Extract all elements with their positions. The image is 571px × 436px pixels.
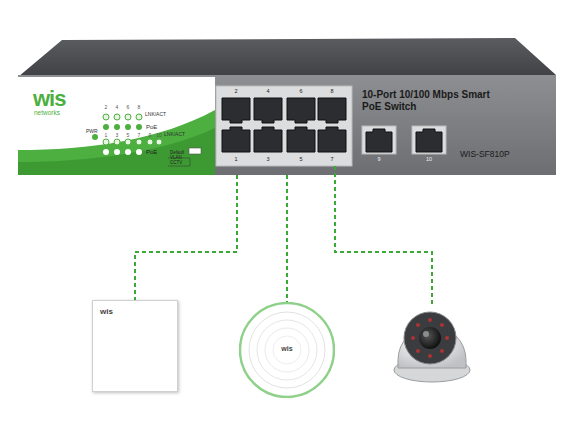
green-swoosh (18, 128, 215, 175)
green-swoosh (18, 110, 215, 175)
port-number: 6 (286, 89, 316, 95)
ir-led (428, 354, 432, 358)
led-label: LNK/ACT (164, 132, 185, 137)
rj45-port (416, 129, 442, 152)
led-row (92, 114, 201, 166)
led-number: 8 (124, 105, 154, 110)
port-number: 3 (253, 157, 283, 163)
brand-logo: wis (33, 88, 65, 110)
rj45-port (318, 98, 346, 123)
cable (135, 175, 237, 300)
led-label: PoE (146, 124, 157, 130)
rj45-port (287, 98, 315, 123)
dip-label: CCTV (170, 161, 182, 166)
port-number: 9 (364, 157, 394, 163)
port-number: 1 (221, 157, 251, 163)
ir-led (440, 349, 444, 353)
rj45-port (318, 127, 346, 152)
dip-switch (189, 148, 201, 154)
cable (286, 175, 288, 302)
rj45-port (366, 129, 392, 152)
switch-front (18, 75, 556, 175)
led-label: LNK/ACT (145, 112, 166, 117)
switch-top (18, 38, 556, 77)
ir-led (411, 336, 415, 340)
ap-ring (240, 303, 334, 397)
led (125, 114, 131, 120)
brand-logo: wis (239, 345, 335, 353)
product-title: 10-Port 10/100 Mbps Smart PoE Switch (362, 89, 512, 112)
wall-plate-ap: wis (92, 300, 178, 392)
ir-led (440, 323, 444, 327)
rj45-port (222, 127, 250, 152)
lens-glare (423, 331, 429, 337)
brand-subtitle: networks (34, 110, 60, 117)
led (114, 139, 120, 145)
ir-led (428, 318, 432, 322)
led (114, 114, 120, 120)
led (147, 139, 153, 145)
ir-led (416, 323, 420, 327)
switch-front-panel: 10-Port 10/100 Mbps Smart PoE SwitchWIS-… (18, 75, 556, 175)
led-label: PoE (146, 149, 157, 155)
ceiling-ap: wis (239, 302, 335, 398)
led (125, 124, 131, 130)
rj45-port (287, 127, 315, 152)
port-number: 10 (414, 157, 444, 163)
rj45-port (254, 98, 282, 123)
port-number: 2 (221, 89, 251, 95)
rj45-port (222, 98, 250, 123)
dome-camera (394, 312, 470, 382)
port-frame (362, 126, 396, 154)
port-frame (412, 126, 446, 154)
port-number: 4 (253, 89, 283, 95)
led (136, 139, 142, 145)
logo-panel (18, 77, 215, 175)
port-number: 7 (317, 157, 347, 163)
rj45-ports (222, 98, 346, 152)
camera-lens (419, 327, 441, 349)
port-number: 8 (317, 89, 347, 95)
port-block (216, 86, 352, 166)
model-number: WIS-SF810P (460, 150, 550, 160)
led (125, 139, 131, 145)
led (156, 139, 162, 145)
led (92, 134, 98, 140)
rj45-port (254, 127, 282, 152)
led (103, 114, 109, 120)
camera-dome (404, 312, 456, 364)
led (136, 149, 142, 155)
led-label: PWR (86, 129, 98, 134)
led (136, 124, 142, 130)
led (103, 149, 109, 155)
led (125, 149, 131, 155)
ir-led (416, 349, 420, 353)
led (103, 139, 109, 145)
ir-led (445, 336, 449, 340)
port-number: 5 (286, 157, 316, 163)
led (114, 149, 120, 155)
dip-label: Default (170, 151, 184, 156)
brand-logo: wis (100, 307, 130, 316)
dip-label: VLAN (170, 156, 182, 161)
led (103, 124, 109, 130)
cable (335, 166, 432, 305)
led (114, 124, 120, 130)
led (136, 114, 142, 120)
